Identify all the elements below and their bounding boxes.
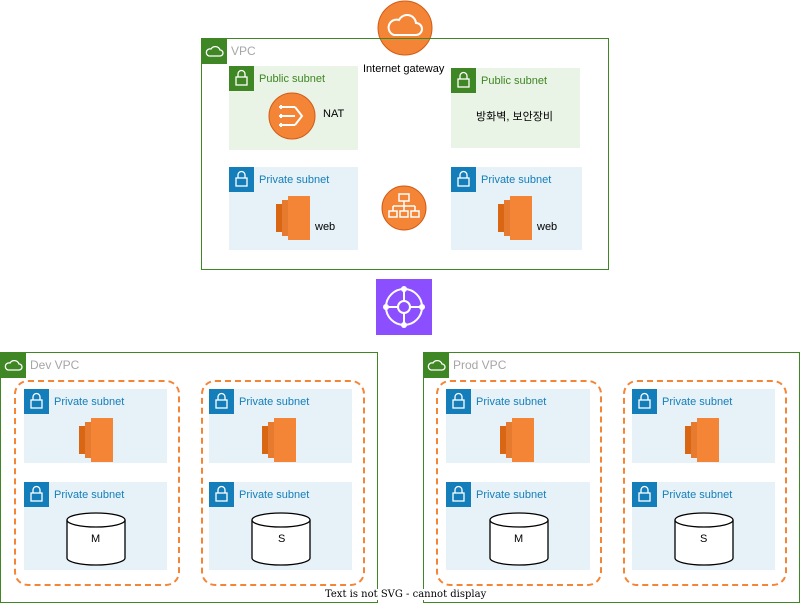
subnet-label: Public subnet: [259, 73, 326, 85]
subnet-label: Public subnet: [481, 75, 548, 87]
firewall-security-label: 방화벽, 보안장비: [476, 111, 553, 123]
ec2-instance-icon: [262, 418, 296, 462]
web-label: web: [537, 221, 558, 233]
lock-icon: [209, 389, 234, 414]
internet-gateway-icon: [377, 0, 433, 56]
transit-gateway-icon: [376, 279, 432, 335]
subnet-label: Private subnet: [662, 489, 733, 501]
vpc-label: Dev VPC: [30, 358, 80, 372]
subnet-label: Private subnet: [259, 174, 330, 186]
load-balancer-icon: [381, 185, 427, 231]
ec2-instance-icon: [276, 196, 310, 240]
lock-icon: [24, 482, 49, 507]
subnet-label: Private subnet: [54, 489, 125, 501]
lock-icon: [446, 389, 471, 414]
instance-group: [14, 380, 180, 586]
instance-group: [623, 380, 787, 586]
db-label: S: [700, 533, 708, 545]
subnet-label: Private subnet: [662, 396, 733, 408]
vpc-cloud-icon: [1, 353, 26, 378]
subnet-label: Private subnet: [476, 396, 547, 408]
vpc-cloud-icon: [424, 353, 449, 378]
instance-group: [436, 380, 602, 586]
database-icon: [674, 512, 734, 566]
vpc-label: VPC: [231, 44, 256, 58]
subnet-label: Private subnet: [476, 489, 547, 501]
lock-icon: [229, 66, 254, 91]
lock-icon: [446, 482, 471, 507]
instance-group: [201, 380, 365, 586]
nat-label: NAT: [323, 108, 345, 120]
vpc-label: Prod VPC: [453, 358, 507, 372]
ec2-instance-icon: [79, 418, 113, 462]
lock-icon: [451, 167, 476, 192]
database-icon: [489, 512, 549, 566]
subnet-label: Private subnet: [481, 174, 552, 186]
vpc-cloud-icon: [202, 39, 227, 64]
database-icon: [66, 512, 126, 566]
public-subnet-right: Public subnet 방화벽, 보안장비: [451, 68, 580, 148]
lock-icon: [632, 482, 657, 507]
ec2-instance-icon: [685, 418, 719, 462]
subnet-label: Private subnet: [54, 396, 125, 408]
internet-gateway-label: Internet gateway: [363, 63, 445, 75]
db-label: M: [91, 533, 101, 545]
lock-icon: [24, 389, 49, 414]
ec2-instance-icon: [500, 418, 534, 462]
svg-warning-text: Text is not SVG - cannot display: [325, 589, 487, 600]
lock-icon: [632, 389, 657, 414]
lock-icon: [451, 68, 476, 93]
subnet-label: Private subnet: [239, 396, 310, 408]
nat-gateway-icon: [268, 92, 316, 140]
db-label: M: [514, 533, 524, 545]
subnet-label: Private subnet: [239, 489, 310, 501]
lock-icon: [229, 167, 254, 192]
top-vpc: VPC: [201, 38, 609, 270]
db-label: S: [278, 533, 286, 545]
web-label: web: [315, 221, 336, 233]
database-icon: [251, 512, 311, 566]
ec2-instance-icon: [498, 196, 532, 240]
lock-icon: [209, 482, 234, 507]
